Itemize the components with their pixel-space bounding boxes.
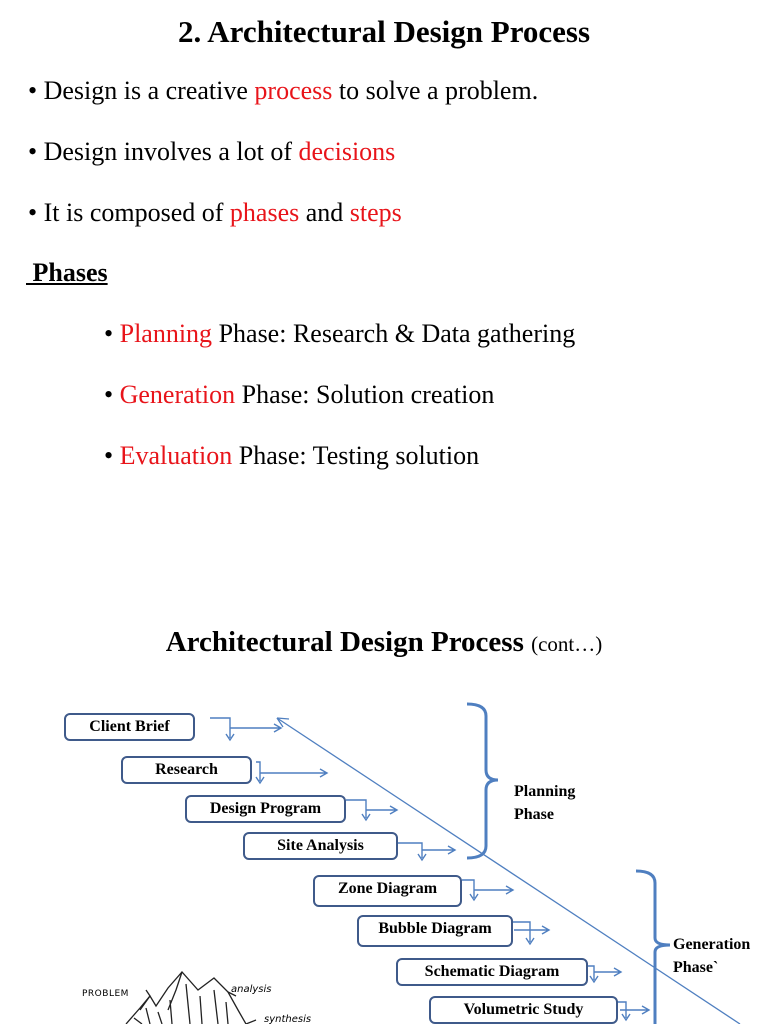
slide2-title: Architectural Design Process (cont…) [0, 626, 768, 659]
sketch-label-problem: PROBLEM [82, 989, 129, 999]
bullet-text: • It is composed of [28, 198, 230, 227]
step-zone-diagram: Zone Diagram [313, 875, 462, 907]
planning-label-line: Phase [514, 806, 554, 823]
step-arrow-icon [210, 717, 235, 742]
bullet-text: • [104, 441, 120, 470]
step-arrows [210, 717, 651, 1022]
step-arrow-icon [618, 1001, 631, 1022]
step-arrow-icon [422, 845, 457, 855]
highlight-word: steps [349, 198, 402, 227]
step-arrow-icon [474, 885, 515, 895]
bullet-creative-process: • Design is a creative process to solve … [28, 76, 538, 106]
step-arrow-icon [594, 967, 623, 977]
step-arrow-icon [230, 723, 283, 733]
step-arrow-icon [366, 805, 399, 815]
generation-bracket-icon [635, 869, 671, 1024]
sketch-label-analysis: analysis [231, 984, 272, 995]
step-schematic-diagram: Schematic Diagram [396, 958, 588, 986]
diagonal-arrowhead-icon [276, 717, 290, 728]
bullet-text: • Design involves a lot of [28, 137, 299, 166]
step-site-analysis: Site Analysis [243, 832, 398, 860]
slide2-title-text: Architectural Design Process [165, 626, 524, 658]
planning-phase-label: Planning Phase [514, 780, 575, 826]
step-bubble-diagram: Bubble Diagram [357, 915, 513, 947]
step-arrow-icon [346, 799, 371, 822]
step-arrow-icon [260, 768, 329, 778]
diagonal-line [276, 717, 741, 1024]
highlight-word: Generation [119, 380, 236, 409]
highlight-word: decisions [298, 137, 396, 166]
bullet-text: • Design is a creative [28, 76, 255, 105]
generation-phase-label: Generation Phase` [673, 933, 750, 979]
bullet-text: Phase: Research & Data gathering [212, 319, 576, 348]
phases-heading: Phases [26, 258, 108, 287]
step-arrow-icon [514, 925, 551, 935]
step-volumetric-study: Volumetric Study [429, 996, 618, 1024]
bullet-phases-steps: • It is composed of phases and steps [28, 198, 402, 228]
bullet-text: to solve a problem. [332, 76, 539, 105]
bullet-text: Phase: Testing solution [232, 441, 480, 470]
step-arrow-icon [398, 842, 427, 862]
bullet-text: Phase: Solution creation [235, 380, 495, 409]
step-arrow-icon [620, 1005, 651, 1015]
step-arrow-icon [588, 965, 599, 984]
planning-label-line: Planning [514, 783, 576, 800]
sketch-label-synthesis: synthesis [264, 1014, 312, 1025]
step-arrow-icon [255, 761, 265, 785]
problem-sketch-icon [125, 971, 257, 1024]
bullet-decisions: • Design involves a lot of decisions [28, 137, 395, 167]
slide2-title-suffix: (cont…) [531, 632, 603, 656]
step-client-brief: Client Brief [64, 713, 195, 741]
step-arrow-icon [462, 879, 479, 902]
highlight-word: phases [229, 198, 300, 227]
highlight-word: Planning [119, 319, 213, 348]
phase-generation: • Generation Phase: Solution creation [104, 380, 494, 410]
phase-evaluation: • Evaluation Phase: Testing solution [104, 441, 479, 471]
planning-bracket-icon [466, 702, 499, 860]
step-research: Research [121, 756, 252, 784]
phase-planning: • Planning Phase: Research & Data gather… [104, 319, 575, 349]
generation-label-line: Generation [673, 936, 751, 953]
highlight-word: Evaluation [119, 441, 233, 470]
highlight-word: process [254, 76, 333, 105]
bullet-text: • [104, 380, 120, 409]
bullet-text: and [299, 198, 350, 227]
step-design-program: Design Program [185, 795, 346, 823]
slide-title: 2. Architectural Design Process [177, 14, 591, 49]
step-arrow-icon [512, 921, 535, 946]
bullet-text: • [104, 319, 120, 348]
generation-label-line: Phase` [673, 959, 719, 976]
